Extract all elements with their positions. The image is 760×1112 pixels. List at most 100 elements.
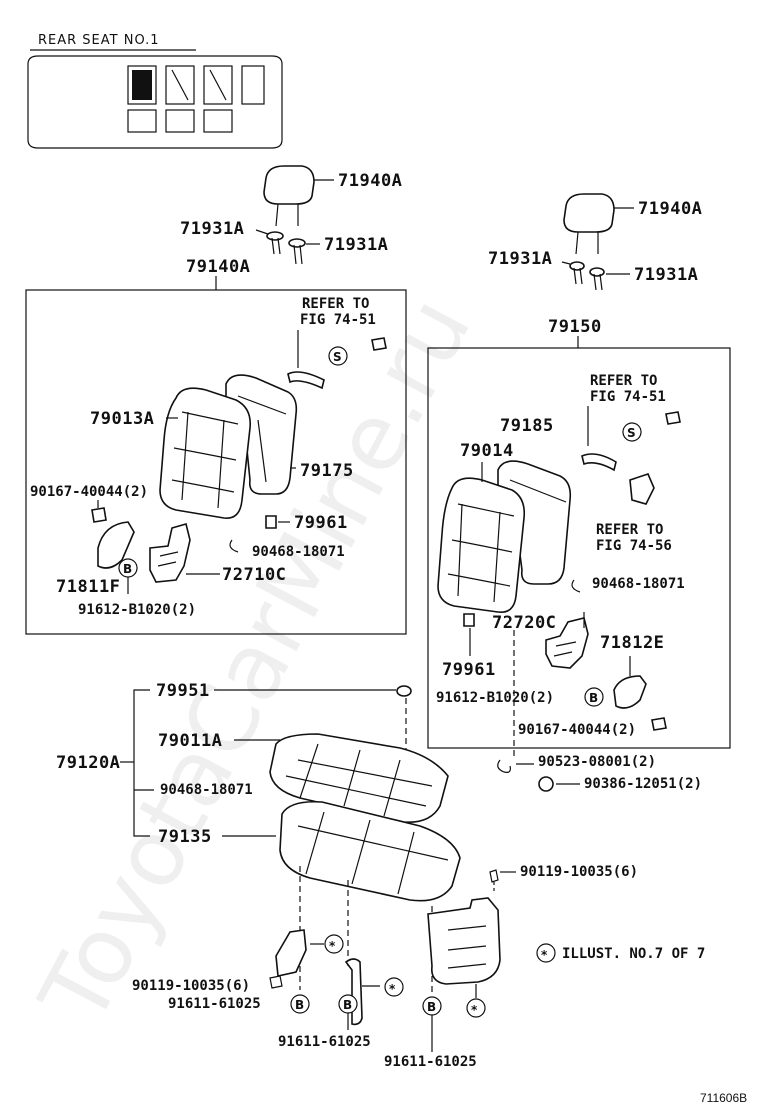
hogring-right[interactable] (571, 579, 581, 593)
right-seatback-box (427, 347, 731, 749)
label-seatback-right-assy: 79150 (548, 317, 602, 337)
bolt-lower[interactable] (269, 975, 283, 989)
symbol-s-left-text: S (333, 350, 342, 364)
seat-strap-lower[interactable] (344, 958, 363, 1026)
label-seatback-left-assy: 79140A (186, 257, 250, 277)
label-headrest-left: 71940A (338, 171, 402, 191)
symbol-b-right-text: B (589, 691, 598, 705)
label-clip-right: 90167-40044(2) (518, 722, 636, 738)
label-hinge-cover-left: 71811F (56, 577, 120, 597)
label-bolt-lower: 90119-10035(6) (132, 978, 250, 994)
refer-right2-line1: REFER TO (596, 522, 663, 538)
headrest-right[interactable] (563, 193, 615, 233)
note-illust: ILLUST. NO.7 OF 7 (562, 946, 705, 962)
hinge-cover-right[interactable] (613, 675, 647, 709)
symbol-star-2-text: * (389, 982, 396, 996)
guide-left-b[interactable] (288, 238, 306, 265)
clip-part-right[interactable] (665, 411, 681, 425)
refer-left-line2: FIG 74-51 (300, 312, 376, 328)
seat-position-icons (127, 65, 265, 133)
left-seatback-box (25, 289, 407, 635)
label-hinge-cover-right: 71812E (600, 633, 664, 653)
symbol-b-left-text: B (123, 562, 132, 576)
refer-right-line2: FIG 74-51 (590, 389, 666, 405)
cap[interactable] (396, 685, 412, 697)
label-bolt-b1: 91611-61025 (168, 996, 261, 1012)
seat-frame-bracket[interactable] (427, 897, 501, 985)
bush-left[interactable] (265, 515, 277, 529)
symbol-star-1 (324, 934, 344, 954)
seatback-cover-left[interactable] (159, 387, 252, 519)
refer-left-line1: REFER TO (302, 296, 369, 312)
label-hinge-left: 72710C (222, 565, 286, 585)
symbol-star-1-text: * (329, 939, 336, 953)
right-headrest-group: 71940A 71931A 71931A 79150 (488, 193, 702, 348)
symbol-star-3-text: * (471, 1003, 478, 1017)
label-bolt-frame: 90119-10035(6) (520, 864, 638, 880)
symbol-b-1-text: B (295, 998, 304, 1012)
symbol-s-left (328, 346, 348, 366)
label-cover-right: 79014 (460, 441, 514, 461)
trim-piece-right[interactable] (581, 453, 617, 472)
clip-part-left[interactable] (371, 337, 387, 351)
label-headrest-right: 71940A (638, 199, 702, 219)
clip-right[interactable] (651, 717, 667, 731)
section-title: REAR SEAT NO.1 (38, 33, 160, 48)
symbol-b-1 (290, 994, 310, 1014)
bush-right[interactable] (463, 613, 475, 627)
bolt-frame[interactable] (489, 869, 499, 883)
symbol-b-right (584, 687, 604, 707)
label-cover-left: 79013A (90, 409, 154, 429)
hogring-left[interactable] (229, 539, 239, 553)
figure-id: 711606B (700, 1091, 747, 1105)
label-bolt-right: 91612-B1020(2) (436, 690, 554, 706)
guide-right-b[interactable] (589, 267, 605, 291)
refer-right-line1: REFER TO (590, 373, 657, 389)
label-cap: 79951 (156, 681, 210, 701)
label-hogring-cushion: 90468-18071 (160, 782, 253, 798)
right-lower-hardware: 90523-08001(2) 90386-12051(2) (497, 754, 702, 792)
symbol-star-2 (384, 977, 404, 997)
guide-left-a[interactable] (266, 231, 284, 255)
seat-cushion-group: 79120A 79951 79011A 90468-18071 79135 (56, 681, 461, 902)
symbol-star-3 (466, 998, 486, 1018)
nut-right[interactable] (497, 759, 511, 773)
clip-left[interactable] (91, 507, 107, 523)
label-guide-left-a: 71931A (180, 219, 244, 239)
label-cushion-cover: 79011A (158, 731, 222, 751)
label-bush-left: 79961 (294, 513, 348, 533)
symbol-star-note-text: * (541, 948, 548, 962)
label-pad-right: 79185 (500, 416, 554, 436)
label-clip-left: 90167-40044(2) (30, 484, 148, 500)
trim-bracket-right[interactable] (629, 473, 655, 505)
label-bush-right: 79961 (442, 660, 496, 680)
label-guide-left-b: 71931A (324, 235, 388, 255)
hinge-left[interactable] (149, 523, 191, 583)
label-cushion-bush: 90386-12051(2) (584, 776, 702, 792)
guide-right-a[interactable] (569, 261, 585, 285)
lower-hardware: 90119-10035(6) * * * * ILLUST. NO.7 OF 7… (132, 864, 705, 1070)
left-seatback-parts: REFER TO FIG 74-51 S 79013A 79175 90167-… (30, 296, 387, 618)
headrest-left[interactable] (263, 165, 315, 205)
symbol-b-2-text: B (343, 998, 352, 1012)
label-hinge-right: 72720C (492, 613, 556, 633)
right-seatback-parts: REFER TO FIG 74-51 S 79185 REFER TO FIG … (436, 373, 685, 738)
label-nut-right: 90523-08001(2) (538, 754, 656, 770)
refer-right2-line2: FIG 74-56 (596, 538, 672, 554)
cushion-pad[interactable] (279, 800, 461, 902)
label-pad-left: 79175 (300, 461, 354, 481)
symbol-star-note (536, 943, 556, 963)
label-cushion-assy: 79120A (56, 753, 120, 773)
left-headrest-group: 71940A 71931A 71931A 79140A (180, 165, 402, 290)
trim-piece-left[interactable] (287, 371, 325, 390)
hinge-cover-left[interactable] (97, 521, 135, 569)
seat-layout-header: REAR SEAT NO.1 (27, 33, 283, 149)
symbol-s-right (622, 422, 642, 442)
symbol-s-right-text: S (627, 426, 636, 440)
hinge-bracket-lower-left[interactable] (275, 929, 307, 977)
bush-cushion-right[interactable] (538, 776, 554, 792)
label-hogring-left: 90468-18071 (252, 544, 345, 560)
symbol-b-3-text: B (427, 1000, 436, 1014)
label-bolt-b3: 91611-61025 (384, 1054, 477, 1070)
